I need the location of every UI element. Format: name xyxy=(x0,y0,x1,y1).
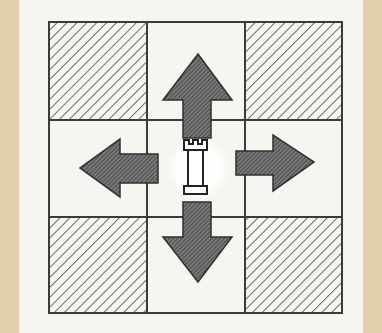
blocked-cell-bottom-left xyxy=(49,217,147,313)
blocked-cell-top-left xyxy=(49,22,147,120)
rook-piece-icon xyxy=(184,140,207,194)
blocked-cell-top-right xyxy=(245,22,342,120)
blocked-cell-bottom-right xyxy=(245,217,342,313)
